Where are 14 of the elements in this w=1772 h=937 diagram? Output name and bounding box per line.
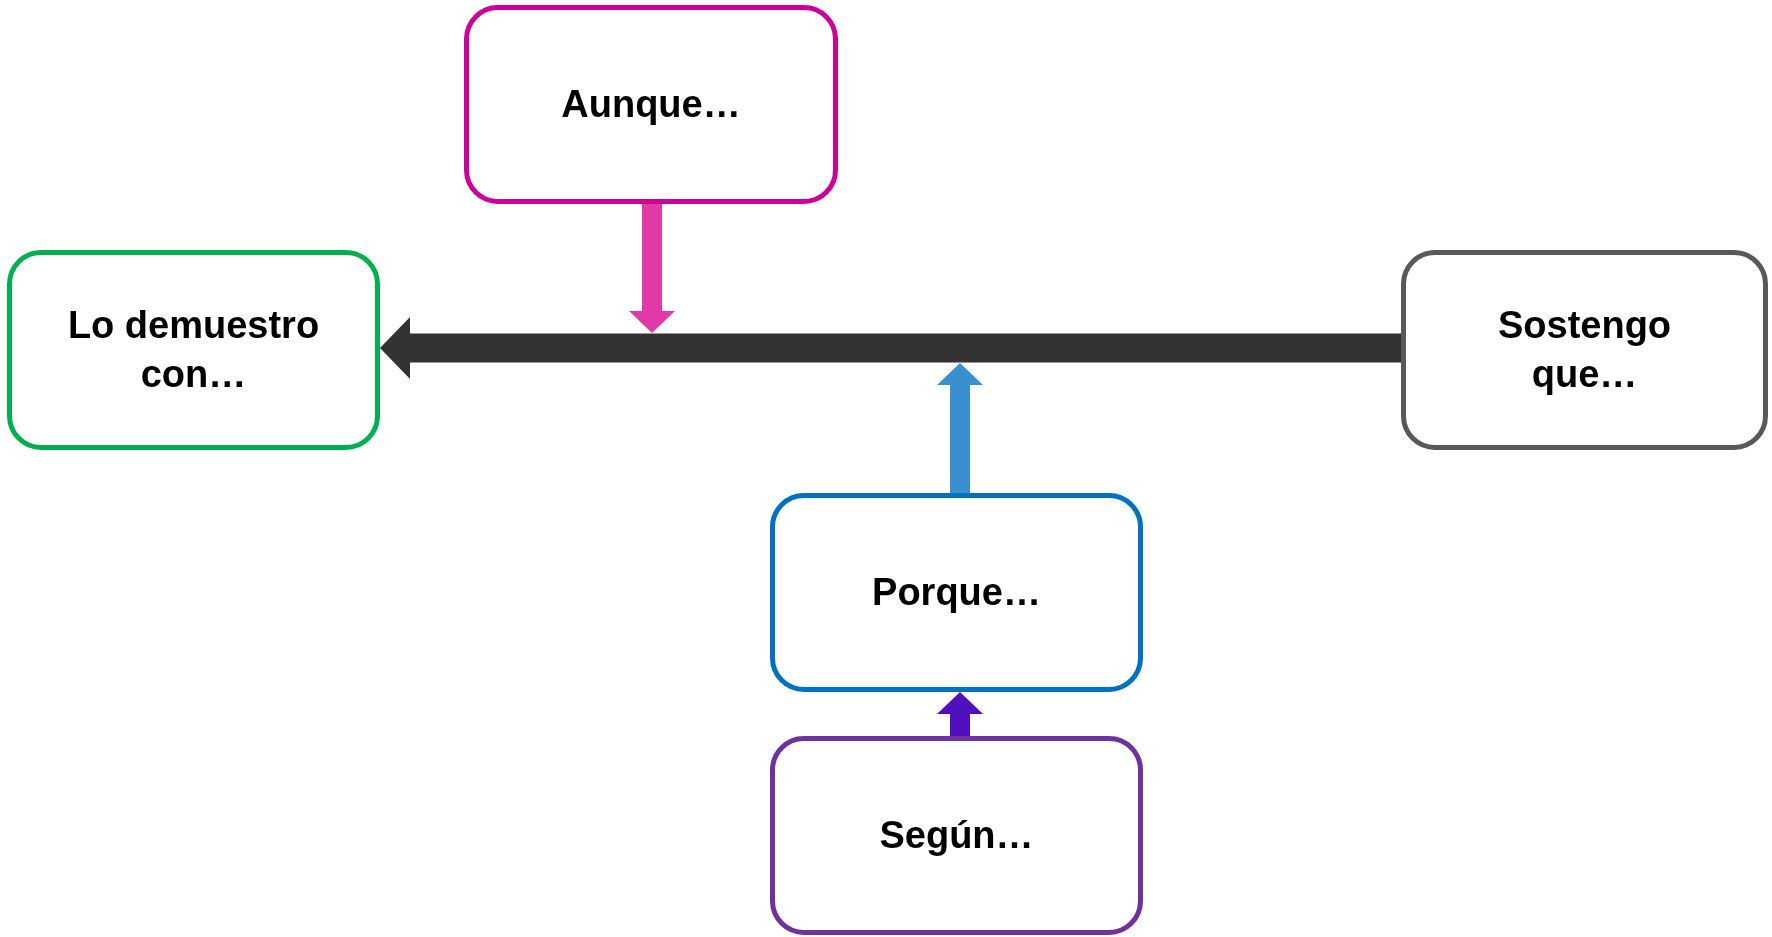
- rounded-box: [7, 250, 380, 450]
- arrow: [629, 204, 675, 333]
- box-label: Según…: [879, 812, 1034, 858]
- rounded-box: [770, 736, 1143, 935]
- box-label: Lo demuestro con…: [66, 302, 321, 397]
- box-label: Porque…: [872, 569, 1041, 615]
- box-label: Sostengo que…: [1496, 302, 1673, 397]
- arrow: [380, 317, 1401, 379]
- arrow: [937, 363, 983, 493]
- rounded-box: [1401, 250, 1768, 450]
- rounded-box: [464, 5, 838, 204]
- box-label: Aunque…: [561, 81, 741, 127]
- rounded-box: [770, 493, 1143, 692]
- arrow: [937, 692, 983, 736]
